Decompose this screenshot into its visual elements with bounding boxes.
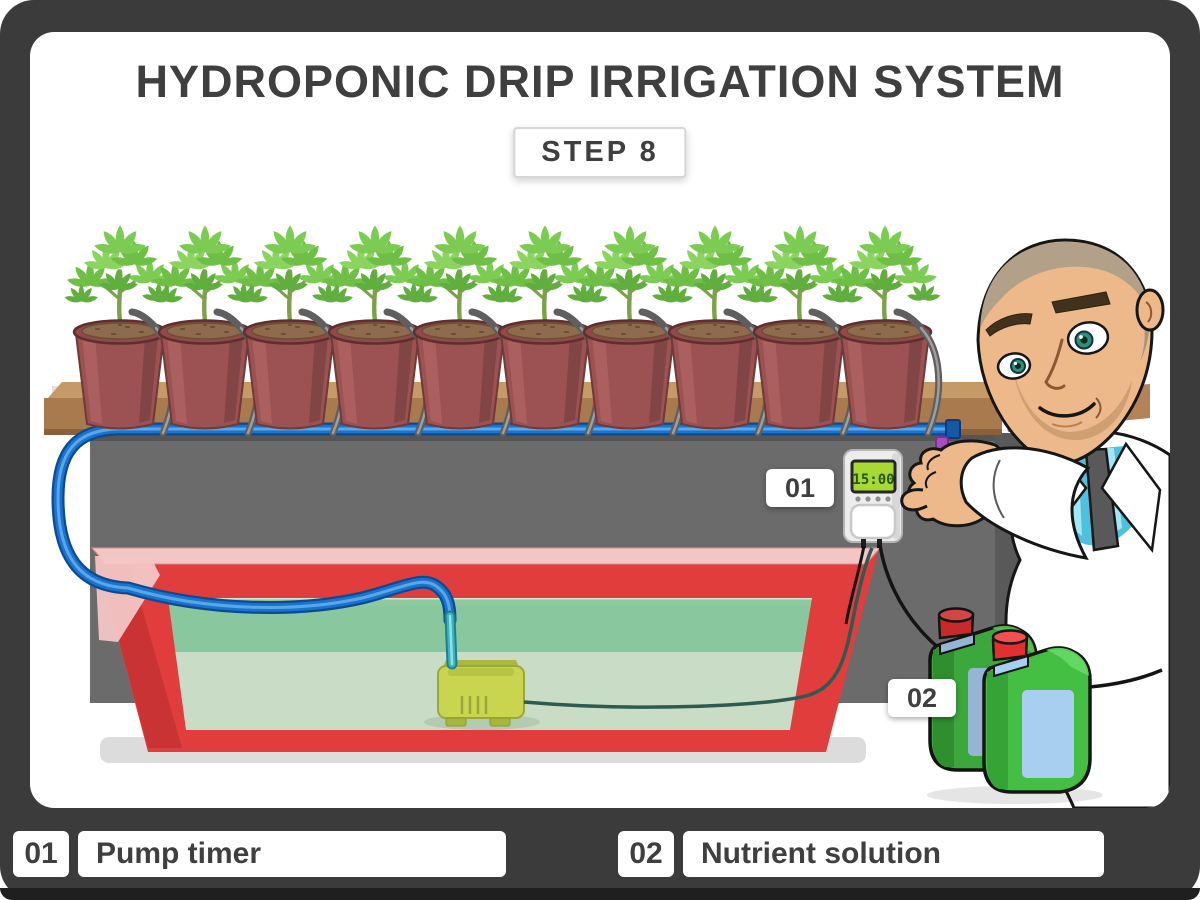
coat-sleeve xyxy=(959,446,1091,561)
legend-label-nutrient-solution: Nutrient solution xyxy=(683,831,1104,877)
head xyxy=(976,238,1165,466)
legend: 01 Pump timer 02 Nutrient solution xyxy=(0,831,1200,879)
stubble xyxy=(1012,364,1132,441)
timer-socket xyxy=(849,503,897,540)
timer-lcd xyxy=(850,459,897,494)
page-title: HYDROPONIC DRIP IRRIGATION SYSTEM xyxy=(135,56,1065,107)
frame-bottom-edge xyxy=(0,888,1200,900)
legend-num-01: 01 xyxy=(13,831,69,877)
step-badge: STEP 8 xyxy=(513,127,687,178)
water-pump xyxy=(437,660,525,727)
reservoir-tank xyxy=(90,547,882,763)
pump-timer: 15:00 xyxy=(843,449,903,625)
mouth xyxy=(1038,402,1096,418)
eye-right xyxy=(1066,321,1110,355)
tie xyxy=(1084,447,1120,552)
shaved-hair xyxy=(980,242,1150,330)
pump-intake-tube xyxy=(444,610,458,670)
pump-power-cord xyxy=(523,547,874,709)
nutrient-jugs xyxy=(927,606,1103,804)
callout-01: 01 xyxy=(766,469,834,507)
eyebrow-left xyxy=(985,313,1033,337)
timer-display: 15:00 xyxy=(852,472,894,488)
coat-lapel-right xyxy=(1100,441,1162,554)
scientist-character xyxy=(900,238,1170,808)
legend-item-pump-timer: 01 Pump timer xyxy=(13,831,506,877)
legend-num-02: 02 xyxy=(618,831,674,877)
pipe-end-cap xyxy=(945,419,961,439)
main-irrigation-pipe xyxy=(51,419,961,670)
legend-item-nutrient-solution: 02 Nutrient solution xyxy=(618,831,1104,877)
tank-rim-top xyxy=(90,547,882,565)
callout-02: 02 xyxy=(888,679,956,717)
eye-left xyxy=(996,352,1032,380)
index-finger xyxy=(900,488,928,512)
nose xyxy=(1044,338,1066,390)
legend-label-pump-timer: Pump timer xyxy=(78,831,506,877)
reaching-arm xyxy=(900,439,1091,561)
jug-front xyxy=(982,628,1092,794)
timer-buttons xyxy=(855,496,891,502)
eyebrow-right xyxy=(1051,291,1111,314)
